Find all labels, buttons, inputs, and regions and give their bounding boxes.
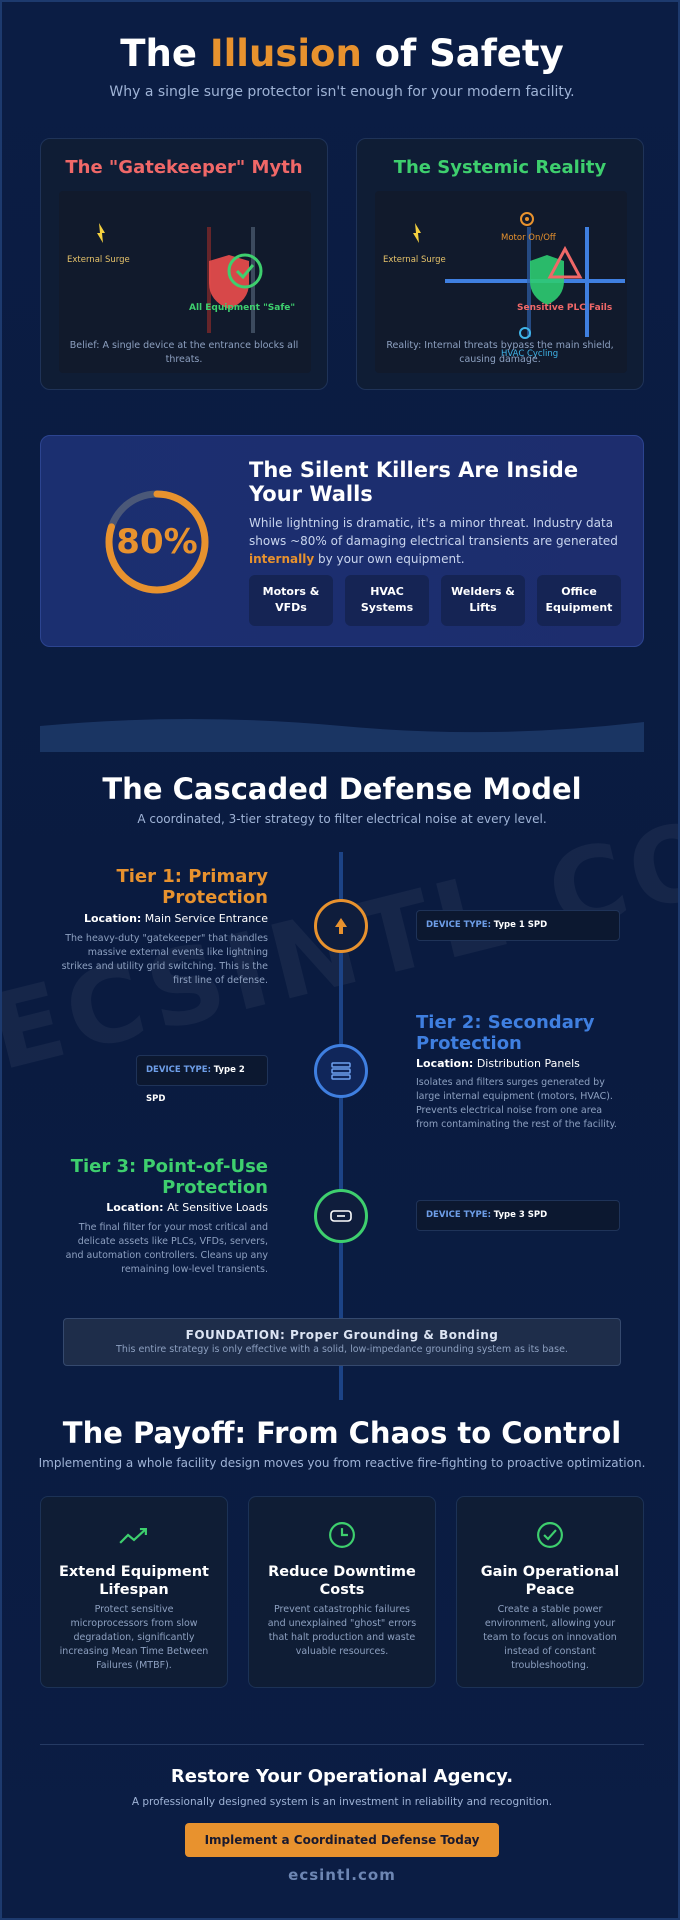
reality-illustration [413,212,625,339]
tier2-desc: Isolates and filters surges generated by… [416,1077,617,1130]
tier1-location-value: Main Service Entrance [144,912,268,925]
stat-value: 80% [116,522,198,562]
tier3-node [314,1189,368,1243]
timeline-line [339,852,343,1400]
tier2-device-badge: DEVICE TYPE: Type 2 SPD [136,1055,268,1104]
title-part-2: of Safety [361,32,564,75]
foundation-panel: FOUNDATION: Proper Grounding & Bonding T… [63,1318,621,1366]
myth-card: The "Gatekeeper" Myth External Surge All… [40,138,328,390]
benefit-title: Reduce Downtime Costs [268,1564,416,1598]
killers-title: The Silent Killers Are Inside Your Walls [249,458,579,506]
chip-hvac: HVAC Systems [345,575,429,626]
fan-icon [519,327,531,339]
killers-body: While lightning is dramatic, it's a mino… [249,514,619,568]
defense-subtitle: A coordinated, 3-tier strategy to filter… [137,812,547,826]
myth-card-title: The "Gatekeeper" Myth [65,157,303,178]
benefit-card-downtime: Reduce Downtime Costs Prevent catastroph… [248,1496,436,1688]
foundation-subtitle: This entire strategy is only effective w… [116,1344,568,1355]
check-circle-icon [537,1522,563,1548]
page-title: The Illusion of Safety [2,32,678,75]
donut-gauge [105,490,209,594]
gauge-fill [105,490,209,594]
plug-icon [330,1210,352,1222]
tier1-node [314,899,368,953]
myth-illustration [97,223,263,333]
chip-motors: Motors & VFDs [249,575,333,626]
silent-killers-panel: 80% The Silent Killers Are Inside Your W… [40,435,644,647]
tier2-location-key: Location: [416,1057,474,1070]
server-icon [331,1062,351,1080]
killers-body-emph: internally [249,552,315,566]
site-link[interactable]: ecsintl.com [288,1866,396,1884]
benefit-desc: Prevent catastrophic failures and unexpl… [267,1604,417,1657]
cta-subtitle: A professionally designed system is an i… [131,1796,553,1808]
wave-divider [40,719,644,752]
title-accent: Illusion [209,32,362,75]
reality-card-title: The Systemic Reality [393,157,607,178]
benefit-card-peace: Gain Operational Peace Create a stable p… [456,1496,644,1688]
chip-office: Office Equipment [537,575,621,626]
tier3-device-badge: DEVICE TYPE: Type 3 SPD [416,1200,620,1231]
tier3-title: Tier 3: Point-of-Use Protection [70,1156,268,1198]
trending-up-icon [119,1527,147,1544]
reality-scene: External Surge Motor On/Off Sensitive PL… [375,191,627,373]
tier2-location-value: Distribution Panels [476,1057,580,1070]
payoff-subtitle: Implementing a whole facility design mov… [38,1456,646,1470]
lightning-bolt-icon [97,223,105,243]
tier1-title: Tier 1: Primary Protection [116,866,268,908]
defense-title: The Cascaded Defense Model [102,772,582,806]
device-value: Type 3 SPD [493,1210,548,1220]
foundation-title: FOUNDATION: Proper Grounding & Bonding [185,1328,499,1342]
reality-card: The Systemic Reality External Surge Moto… [356,138,644,390]
title-part-1: The [120,32,210,75]
tier2-node [314,1044,368,1098]
myth-scene: External Surge All Equipment "Safe" [59,191,311,373]
check-circle-icon [227,253,263,289]
shield-icon [209,255,249,309]
bolt-icon [335,918,347,934]
external-surge-label: External Surge [67,255,130,265]
hvac-label: HVAC Cycling [501,349,559,359]
myth-caption: Belief: A single device at the entrance … [69,340,299,365]
tier3-location-key: Location: [106,1201,164,1214]
footer-divider [40,1744,644,1745]
stat-ring: 80% [103,488,211,596]
benefit-desc: Protect sensitive microprocessors from s… [59,1604,209,1671]
tier1-device-badge: DEVICE TYPE: Type 1 SPD [416,910,620,941]
cta-title: Restore Your Operational Agency. [170,1766,514,1787]
warning-icon [547,245,583,279]
killers-body-pre: While lightning is dramatic, it's a mino… [249,516,618,548]
benefit-desc: Create a stable power environment, allow… [483,1604,617,1671]
tier2-location: Location: Distribution Panels [416,1057,636,1070]
tier1-location-key: Location: [83,912,142,925]
device-key: DEVICE TYPE: [146,1065,211,1075]
device-value: Type 1 SPD [493,920,548,930]
benefit-title: Extend Equipment Lifespan [59,1564,209,1598]
cta-button[interactable]: Implement a Coordinated Defense Today [185,1823,499,1857]
external-surge-label: External Surge [383,255,446,265]
plc-fails-label: Sensitive PLC Fails [517,303,613,313]
tier1-desc: The heavy-duty "gatekeeper" that handles… [61,933,268,986]
payoff-title: The Payoff: From Chaos to Control [62,1416,622,1450]
benefit-card-lifespan: Extend Equipment Lifespan Protect sensit… [40,1496,228,1688]
gear-icon [520,212,534,226]
tier2-title: Tier 2: Secondary Protection [416,1012,595,1054]
benefit-title: Gain Operational Peace [480,1564,620,1598]
reality-caption: Reality: Internal threats bypass the mai… [386,340,614,365]
chip-welders: Welders & Lifts [441,575,525,626]
device-key: DEVICE TYPE: [426,1210,491,1220]
device-key: DEVICE TYPE: [426,920,491,930]
page-subtitle: Why a single surge protector isn't enoug… [109,84,575,100]
motor-label: Motor On/Off [501,233,556,243]
device-value: Type 2 SPD [146,1065,245,1104]
tier1-location: Location: Main Service Entrance [58,912,268,925]
all-safe-label: All Equipment "Safe" [189,303,296,313]
tier3-desc: The final filter for your most critical … [65,1222,268,1275]
clock-icon [329,1522,355,1548]
tier3-location-value: At Sensitive Loads [167,1201,268,1214]
tier3-location: Location: At Sensitive Loads [58,1201,268,1214]
lightning-bolt-icon [413,223,421,243]
killers-body-post: by your own equipment. [314,552,465,566]
